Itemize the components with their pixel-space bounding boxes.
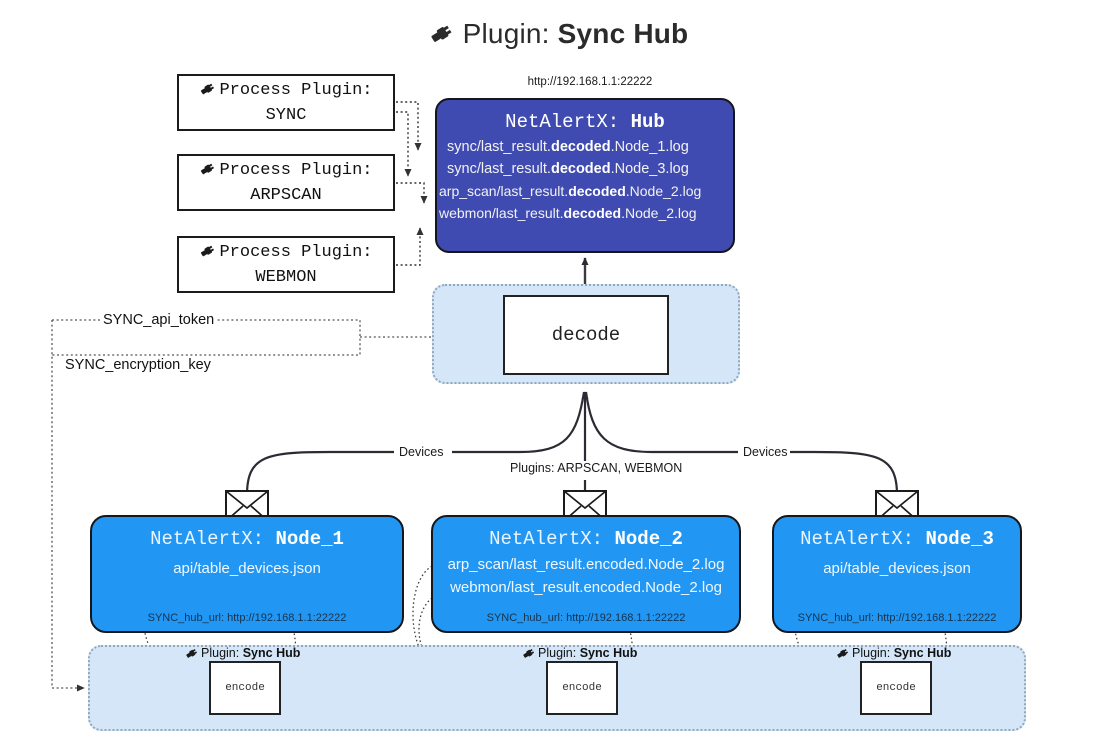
encoder-3-name: Sync Hub: [893, 646, 952, 660]
process-plugin-label-text: Process Plugin:: [219, 161, 373, 180]
hub-title: NetAlertX: Hub: [437, 111, 733, 133]
process-plugin-label-text: Process Plugin:: [219, 243, 373, 262]
node-3-title-prefix: NetAlertX:: [800, 528, 915, 550]
hub-title-name: Hub: [630, 111, 665, 133]
node-box-node-2[interactable]: NetAlertX: Node_2 arp_scan/last_result.e…: [431, 515, 741, 633]
wire-node3-curve-a: [790, 450, 899, 496]
process-plugin-arpscan[interactable]: Process Plugin: ARPSCAN: [177, 154, 395, 211]
hub-log-4-em: decoded: [563, 205, 622, 221]
process-plugin-webmon[interactable]: Process Plugin: WEBMON: [177, 236, 395, 293]
node-2-title-prefix: NetAlertX:: [489, 528, 604, 550]
hub-log-line-1: sync/last_result.decoded.Node_1.log: [437, 139, 733, 155]
wire-webmon-to-hub-log4: [396, 227, 424, 266]
node-3-line-1: api/table_devices.json: [823, 560, 971, 577]
node-2-line-2: webmon/last_result.encoded.Node_2.log: [450, 579, 722, 596]
wire-label-devices-left: Devices: [396, 445, 447, 459]
wire-token-loop: [52, 319, 361, 356]
hub-log-4-pre: webmon/last_result.: [439, 205, 564, 221]
process-plugin-label-text: Process Plugin:: [219, 81, 373, 100]
node-1-title-prefix: NetAlertX:: [150, 528, 265, 550]
page-title: Plugin: Sync Hub: [0, 18, 1117, 53]
encoder-2-prefix: Plugin:: [538, 646, 577, 660]
encode-box-2[interactable]: encode: [546, 661, 618, 715]
wire-node3-curve-b: [584, 391, 738, 454]
node-3-title-name: Node_3: [925, 528, 994, 550]
process-plugin-sync[interactable]: Process Plugin: SYNC: [177, 74, 395, 131]
hub-log-1-pre: sync/last_result.: [447, 139, 551, 155]
node-1-title-name: Node_1: [275, 528, 344, 550]
wire-sync-to-hub-log1: [396, 101, 422, 151]
plug-icon: [199, 160, 218, 185]
hub-url-label: http://192.168.1.1:22222: [527, 76, 653, 88]
hub-log-3-em: decoded: [568, 183, 626, 199]
hub-log-1-post: .Node_1.log: [610, 139, 689, 155]
encoder-3-prefix: Plugin:: [852, 646, 891, 660]
encode-box-3[interactable]: encode: [860, 661, 932, 715]
process-plugin-webmon-name: WEBMON: [255, 267, 317, 287]
page-title-prefix: Plugin:: [462, 18, 550, 49]
hub-log-line-3: arp_scan/last_result.decoded.Node_2.log: [437, 183, 733, 199]
encoder-1-name: Sync Hub: [242, 646, 301, 660]
process-plugin-webmon-label: Process Plugin:: [179, 242, 393, 267]
node-box-node-1[interactable]: NetAlertX: Node_1 api/table_devices.json…: [90, 515, 404, 633]
node-3-title: NetAlertX: Node_3: [774, 528, 1020, 550]
hub-log-1-em: decoded: [550, 139, 611, 155]
encoder-1-prefix: Plugin:: [201, 646, 240, 660]
encoder-3-plugin-label: Plugin: Sync Hub: [836, 646, 951, 663]
encoder-1-plugin-label: Plugin: Sync Hub: [185, 646, 300, 663]
hub-log-3-post: .Node_2.log: [625, 183, 702, 199]
hub-log-line-4: webmon/last_result.decoded.Node_2.log: [437, 205, 733, 221]
wire-node1-curve-a: [245, 450, 394, 496]
encoder-2-name: Sync Hub: [579, 646, 638, 660]
wire-sync-to-hub-log2: [396, 111, 412, 177]
token-label-encryption: SYNC_encryption_key: [62, 357, 214, 373]
plug-icon: [522, 646, 537, 663]
node-2-hub-url: SYNC_hub_url: http://192.168.1.1:22222: [486, 612, 686, 624]
node-2-title: NetAlertX: Node_2: [433, 528, 739, 550]
hub-box[interactable]: NetAlertX: Hub sync/last_result.decoded.…: [435, 98, 735, 253]
wire-arpscan-to-hub-log3: [396, 182, 428, 204]
hub-log-4-post: .Node_2.log: [621, 205, 697, 221]
process-plugin-arpscan-name: ARPSCAN: [250, 185, 322, 205]
plug-icon: [199, 80, 218, 105]
wire-token-to-band: [51, 320, 85, 692]
plug-icon: [185, 646, 200, 663]
node-2-title-name: Node_2: [614, 528, 683, 550]
wire-label-plugins-mid: Plugins: ARPSCAN, WEBMON: [507, 461, 686, 475]
plug-icon: [429, 20, 457, 53]
encoder-2-plugin-label: Plugin: Sync Hub: [522, 646, 637, 663]
process-plugin-sync-name: SYNC: [265, 105, 307, 125]
hub-log-3-pre: arp_scan/last_result.: [439, 183, 569, 199]
process-plugin-arpscan-label: Process Plugin:: [179, 160, 393, 185]
hub-log-2-em: decoded: [550, 161, 611, 177]
process-plugin-sync-label: Process Plugin:: [179, 80, 393, 105]
node-2-line-1: arp_scan/last_result.encoded.Node_2.log: [447, 556, 725, 573]
decode-box[interactable]: decode: [503, 295, 669, 375]
wire-node2-arp-to-encode: [412, 565, 541, 690]
token-label-api: SYNC_api_token: [100, 312, 218, 328]
node-3-hub-url: SYNC_hub_url: http://192.168.1.1:22222: [797, 612, 997, 624]
hub-log-2-post: .Node_3.log: [610, 161, 689, 177]
hub-title-prefix: NetAlertX:: [505, 111, 620, 133]
hub-log-line-2: sync/last_result.decoded.Node_3.log: [437, 161, 733, 177]
node-1-hub-url: SYNC_hub_url: http://192.168.1.1:22222: [147, 612, 347, 624]
wire-node1-curve-b: [452, 391, 586, 454]
node-1-title: NetAlertX: Node_1: [92, 528, 402, 550]
page-title-name: Sync Hub: [557, 18, 689, 49]
plug-icon: [836, 646, 851, 663]
encode-box-1[interactable]: encode: [209, 661, 281, 715]
node-1-line-1: api/table_devices.json: [173, 560, 321, 577]
node-box-node-3[interactable]: NetAlertX: Node_3 api/table_devices.json…: [772, 515, 1022, 633]
wire-label-devices-right: Devices: [740, 445, 791, 459]
hub-log-2-pre: sync/last_result.: [447, 161, 551, 177]
plug-icon: [199, 242, 218, 267]
